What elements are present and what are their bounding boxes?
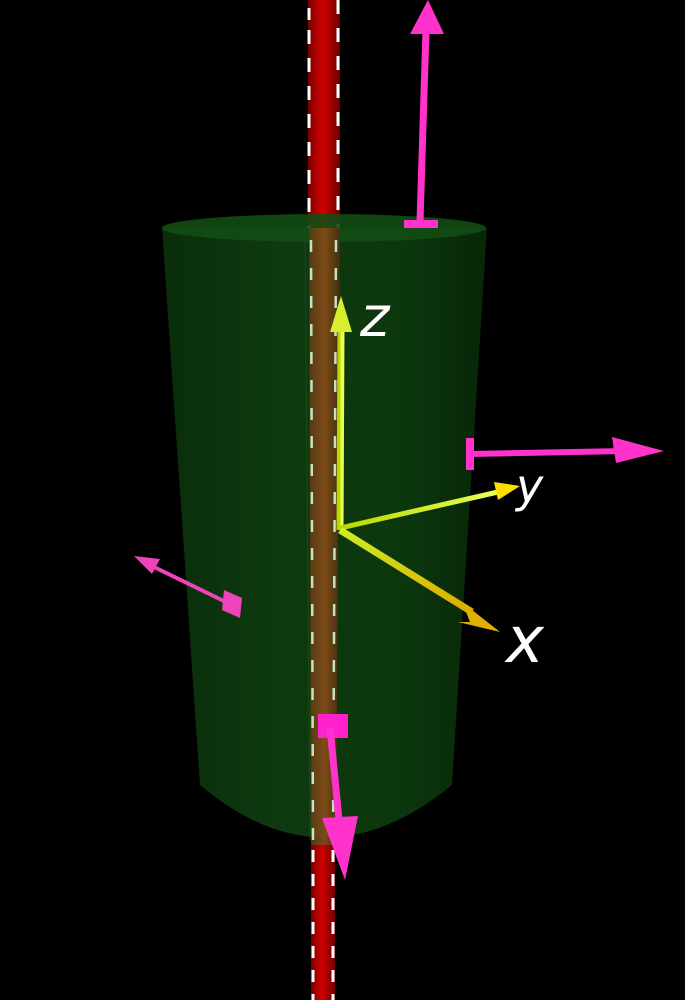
right-side-normal-arrow	[466, 437, 664, 470]
left-side-normal-arrow	[134, 556, 242, 618]
top-cap-normal-arrow	[404, 0, 444, 228]
line-charge-rod	[307, 0, 340, 1000]
z-axis-arrowhead	[330, 296, 352, 332]
line-charge-inside	[309, 228, 340, 845]
rod-dashes-bottom	[311, 850, 335, 1000]
x-axis-line	[338, 527, 474, 615]
y-axis-line	[339, 489, 499, 531]
bottom-cap-normal-arrow	[318, 714, 358, 880]
y-axis-arrowhead	[494, 482, 520, 500]
surface-normal-vectors	[134, 0, 664, 880]
x-axis-arrowhead	[458, 602, 500, 632]
cylinder-center-seam	[304, 227, 311, 841]
x-axis-label: x	[504, 604, 545, 678]
rod-inside-segment	[309, 228, 340, 845]
rod-dashes-top	[307, 0, 340, 228]
y-axis-label: y	[514, 459, 544, 513]
z-axis-label: z	[359, 285, 391, 350]
rod-bottom-segment	[311, 845, 335, 1000]
coordinate-axes: z y x	[330, 285, 545, 678]
z-axis-line	[336, 329, 345, 531]
rod-top-segment	[308, 0, 340, 228]
